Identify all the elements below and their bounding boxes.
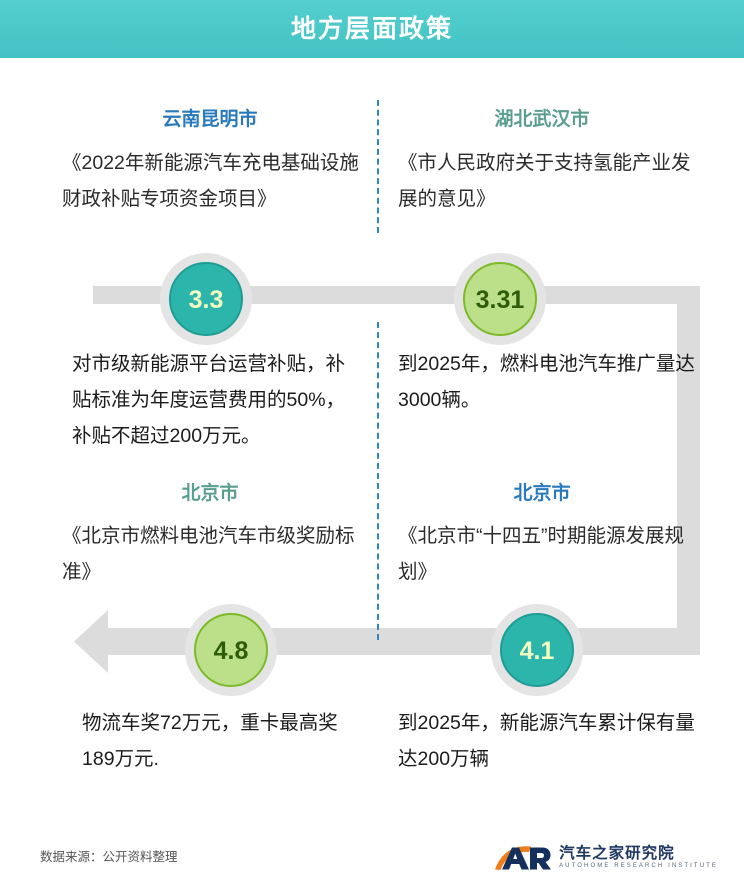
city-label-beijing-2: 北京市 xyxy=(513,483,571,504)
date-node-4-8[interactable]: 4.8 xyxy=(194,613,268,687)
policy-title-beijing-2: 《北京市“十四五”时期能源发展规划》 xyxy=(398,525,684,583)
brand-name-en: AUTOHOME RESEARCH INSTITUTE xyxy=(559,863,718,869)
brand-name-cn: 汽车之家研究院 xyxy=(559,845,675,862)
policy-body-beijing-1: 物流车奖72万元，重卡最高奖189万元. xyxy=(82,712,338,770)
policy-body-beijing-2: 到2025年，新能源汽车累计保有量达200万辆 xyxy=(398,712,695,770)
brand-logo-text: 汽车之家研究院 AUTOHOME RESEARCH INSTITUTE xyxy=(559,845,718,871)
date-node-3-31[interactable]: 3.31 xyxy=(463,262,537,336)
source-note: 数据来源：公开资料整理 xyxy=(40,850,178,864)
column-divider-top xyxy=(377,100,379,233)
date-node-4-1[interactable]: 4.1 xyxy=(500,613,574,687)
policy-title-wuhan: 《市人民政府关于支持氢能产业发展的意见》 xyxy=(398,152,691,210)
header-banner: 地方层面政策 xyxy=(0,0,744,58)
date-node-3-3[interactable]: 3.3 xyxy=(169,262,243,336)
policy-title-kunming: 《2022年新能源汽车充电基础设施财政补贴专项资金项目》 xyxy=(62,152,359,210)
brand-logo: 汽车之家研究院 AUTOHOME RESEARCH INSTITUTE xyxy=(494,838,718,878)
flow-arrow-path xyxy=(74,286,700,673)
column-divider-bottom xyxy=(377,322,379,640)
policy-title-beijing-1: 《北京市燃料电池汽车市级奖励标准》 xyxy=(62,525,355,583)
policy-body-kunming: 对市级新能源平台运营补贴，补贴标准为年度运营费用的50%，补贴不超过200万元。 xyxy=(72,353,346,447)
page-title: 地方层面政策 xyxy=(290,15,453,43)
ar-logo-icon xyxy=(495,846,552,870)
city-label-wuhan: 湖北武汉市 xyxy=(494,109,590,130)
policy-body-wuhan: 到2025年，燃料电池汽车推广量达3000辆。 xyxy=(398,353,695,411)
city-label-kunming: 云南昆明市 xyxy=(162,109,258,130)
city-label-beijing-1: 北京市 xyxy=(181,483,239,504)
